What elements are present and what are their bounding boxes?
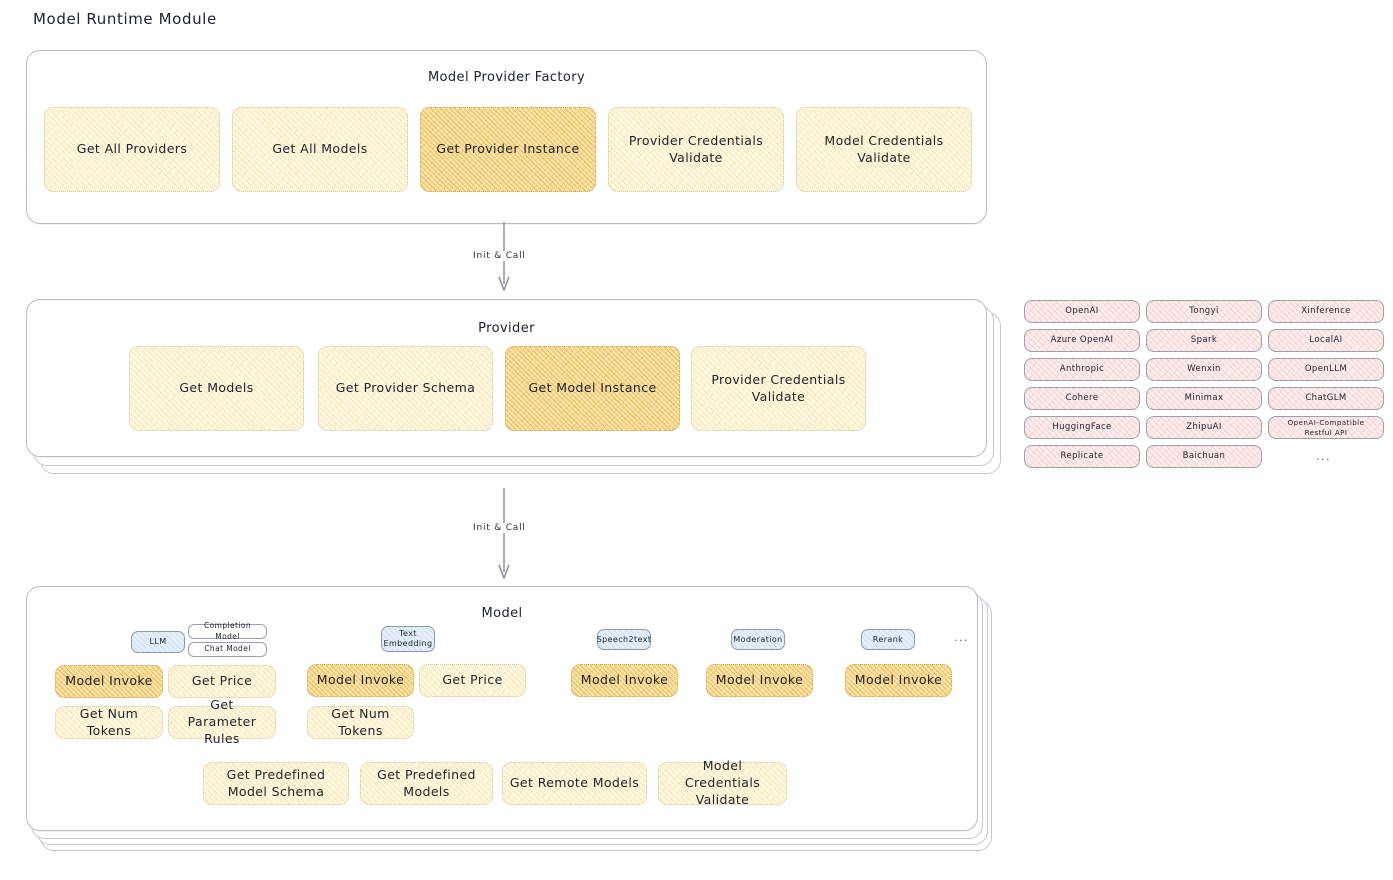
provider-list: OpenAI Azure OpenAI Anthropic Cohere Hug… xyxy=(1024,300,1384,475)
factory-node-get-all-models[interactable]: Get All Models xyxy=(232,107,408,192)
model-panel: Model LLM Completion Model Chat Model Mo… xyxy=(26,586,978,831)
provider-title: Provider xyxy=(478,321,535,336)
provider-chip-huggingface[interactable]: HuggingFace xyxy=(1024,416,1140,439)
model-op-llm-get-num-tokens[interactable]: Get Num Tokens xyxy=(55,706,163,739)
provider-chip-cohere[interactable]: Cohere xyxy=(1024,387,1140,410)
provider-chip-xinference[interactable]: Xinference xyxy=(1268,300,1384,323)
model-common-op-model-credentials-validate[interactable]: Model Credentials Validate xyxy=(658,758,787,807)
provider-chip-openllm[interactable]: OpenLLM xyxy=(1268,358,1384,381)
provider-chip-baichuan[interactable]: Baichuan xyxy=(1146,445,1262,468)
model-common-op-get-predefined-model-schema[interactable]: Get Predefined Model Schema xyxy=(203,762,349,805)
provider-chip-openai-compatible-restful-api[interactable]: OpenAI-Compatible Restful API xyxy=(1268,416,1384,439)
arrow-label-init-and-call-2: Init & Call xyxy=(470,523,529,533)
model-op-moderation-model-invoke[interactable]: Model Invoke xyxy=(706,664,813,697)
model-sub-badge-chat-model[interactable]: Chat Model xyxy=(188,642,267,657)
model-op-text-embedding-get-num-tokens[interactable]: Get Num Tokens xyxy=(307,706,414,739)
provider-chip-localai[interactable]: LocalAI xyxy=(1268,329,1384,352)
provider-chip-chatglm[interactable]: ChatGLM xyxy=(1268,387,1384,410)
model-type-badge-speech2text[interactable]: Speech2text xyxy=(597,629,651,650)
model-provider-factory-panel: Model Provider Factory Get All Providers… xyxy=(26,50,987,224)
model-op-llm-model-invoke[interactable]: Model Invoke xyxy=(55,665,163,698)
model-sub-badge-completion-model[interactable]: Completion Model xyxy=(188,621,267,641)
model-provider-factory-title: Model Provider Factory xyxy=(427,70,586,85)
model-op-llm-get-price[interactable]: Get Price xyxy=(168,665,276,698)
model-op-text-embedding-get-price[interactable]: Get Price xyxy=(419,664,526,697)
provider-chip-zhipuai[interactable]: ZhipuAI xyxy=(1146,416,1262,439)
provider-panel: Provider Get Models Get Provider Schema … xyxy=(26,299,987,457)
arrow-label-init-and-call-1: Init & Call xyxy=(470,251,529,261)
model-title: Model xyxy=(481,606,523,621)
model-type-badge-moderation[interactable]: Moderation xyxy=(731,629,785,650)
model-type-badge-rerank[interactable]: Rerank xyxy=(861,629,915,650)
provider-node-get-model-instance[interactable]: Get Model Instance xyxy=(505,346,680,431)
factory-node-model-credentials-validate[interactable]: Model Credentials Validate xyxy=(796,107,972,192)
provider-list-more-ellipsis: ... xyxy=(1316,450,1331,463)
provider-chip-replicate[interactable]: Replicate xyxy=(1024,445,1140,468)
model-op-speech2text-model-invoke[interactable]: Model Invoke xyxy=(571,664,678,697)
model-common-op-get-predefined-models[interactable]: Get Predefined Models xyxy=(360,762,493,805)
provider-chip-tongyi[interactable]: Tongyi xyxy=(1146,300,1262,323)
factory-node-get-provider-instance[interactable]: Get Provider Instance xyxy=(420,107,596,192)
provider-chip-minimax[interactable]: Minimax xyxy=(1146,387,1262,410)
model-type-badge-text-embedding[interactable]: Text Embedding xyxy=(381,626,435,652)
provider-node-get-models[interactable]: Get Models xyxy=(129,346,304,431)
factory-node-get-all-providers[interactable]: Get All Providers xyxy=(44,107,220,192)
factory-node-provider-credentials-validate[interactable]: Provider Credentials Validate xyxy=(608,107,784,192)
provider-chip-spark[interactable]: Spark xyxy=(1146,329,1262,352)
model-op-text-embedding-model-invoke[interactable]: Model Invoke xyxy=(307,664,414,697)
provider-chip-anthropic[interactable]: Anthropic xyxy=(1024,358,1140,381)
provider-node-get-provider-schema[interactable]: Get Provider Schema xyxy=(318,346,493,431)
provider-chip-openai[interactable]: OpenAI xyxy=(1024,300,1140,323)
page-title: Model Runtime Module xyxy=(33,10,217,28)
provider-node-provider-credentials-validate[interactable]: Provider Credentials Validate xyxy=(691,346,866,431)
model-type-badge-llm[interactable]: LLM xyxy=(131,631,185,653)
arrow-provider-to-model xyxy=(498,488,510,580)
provider-chip-azure-openai[interactable]: Azure OpenAI xyxy=(1024,329,1140,352)
model-types-more-ellipsis: ... xyxy=(954,631,969,644)
model-op-llm-get-parameter-rules[interactable]: Get Parameter Rules xyxy=(168,697,276,746)
model-common-op-get-remote-models[interactable]: Get Remote Models xyxy=(502,762,647,805)
provider-chip-wenxin[interactable]: Wenxin xyxy=(1146,358,1262,381)
model-op-rerank-model-invoke[interactable]: Model Invoke xyxy=(845,664,952,697)
